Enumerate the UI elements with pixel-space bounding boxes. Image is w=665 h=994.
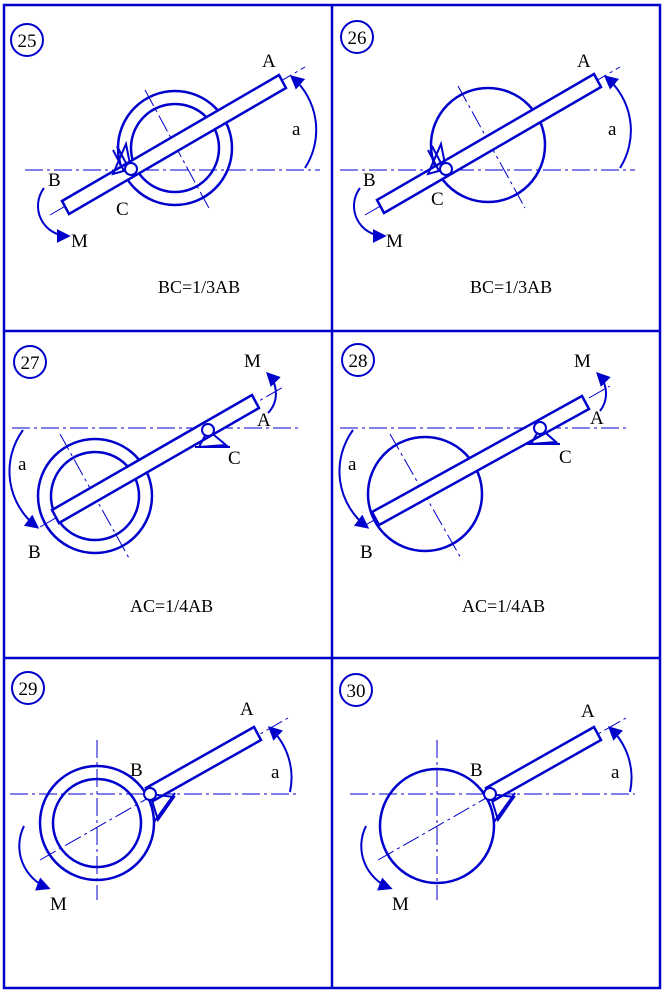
problem-number-badge: 26 [340,20,374,54]
panel-28: 28 M A C B a AC=1/4AB [338,343,628,616]
rod [144,725,263,803]
panel-30: 30 A B M a [339,673,635,915]
label-m: M [574,351,591,372]
label-m: M [392,894,409,915]
angle-arrow [607,726,633,793]
moment-arrow [37,187,71,243]
angle-arrow [289,75,318,169]
label-a: A [590,408,604,429]
disk-inner [49,450,141,542]
label-angle: a [271,762,280,783]
label-b: B [48,170,61,191]
moment-arrow [353,187,387,243]
pin-support [111,140,138,176]
rod [375,72,603,215]
moment-arrow [266,371,281,414]
label-c: C [559,447,572,468]
pin-support [527,421,560,446]
label-c: C [431,189,444,210]
label-angle: a [348,454,357,475]
angle-arrow [603,75,632,169]
label-angle: a [292,119,301,140]
problem-number: 30 [347,681,366,702]
label-a: A [257,410,271,431]
disk-inner [129,102,221,194]
label-angle: a [608,119,617,140]
angle-arrow [338,429,370,529]
label-m: M [244,351,261,372]
label-a: A [577,51,591,72]
label-b: B [363,170,376,191]
pin-support [483,787,516,823]
problem-number-badge: 29 [11,671,45,705]
label-b: B [130,760,143,781]
moment-arrow [18,825,51,891]
label-angle: a [18,454,27,475]
label-m: M [386,231,403,252]
label-c: C [116,199,129,220]
label-m: M [71,231,88,252]
label-b: B [470,760,483,781]
panel-grid [2,3,662,990]
panel-25: 25 A B C M a BC=1/3AB [10,23,320,297]
disk [366,435,484,553]
relation: BC=1/3AB [158,277,240,297]
disk [378,767,496,885]
problem-number-badge: 27 [13,345,47,379]
label-a: A [262,51,276,72]
disk-outer [36,437,154,555]
angle-arrow [8,429,40,529]
pin-support [195,423,230,449]
label-m: M [50,894,67,915]
disk [429,86,547,204]
problem-number: 25 [18,31,37,52]
relation: BC=1/3AB [470,277,552,297]
label-b: B [360,542,373,563]
problem-number: 26 [348,28,367,49]
moment-arrow [360,825,393,891]
pin-support [426,140,453,176]
problem-number: 29 [19,679,38,700]
relation: AC=1/4AB [130,596,213,616]
moment-arrow [596,372,611,412]
disk-inner [51,777,143,869]
rod [60,73,288,216]
panel-29: 29 A B M a [10,671,298,915]
angle-arrow [267,726,293,793]
pin-support [143,787,176,823]
label-angle: a [611,762,620,783]
panel-26: 26 A B C M a BC=1/3AB [340,20,635,297]
label-a: A [581,701,595,722]
label-a: A [240,699,254,720]
rod [484,725,603,803]
label-b: B [28,542,41,563]
panel-27: 27 M A C B a AC=1/4AB [8,345,298,616]
problem-number: 28 [349,351,368,372]
problem-number-badge: 25 [10,23,44,57]
label-c: C [228,448,241,469]
problem-number-badge: 28 [341,343,375,377]
problem-number: 27 [21,353,40,374]
disk-outer [38,764,156,882]
problem-number-badge: 30 [339,673,373,707]
relation: AC=1/4AB [462,596,545,616]
